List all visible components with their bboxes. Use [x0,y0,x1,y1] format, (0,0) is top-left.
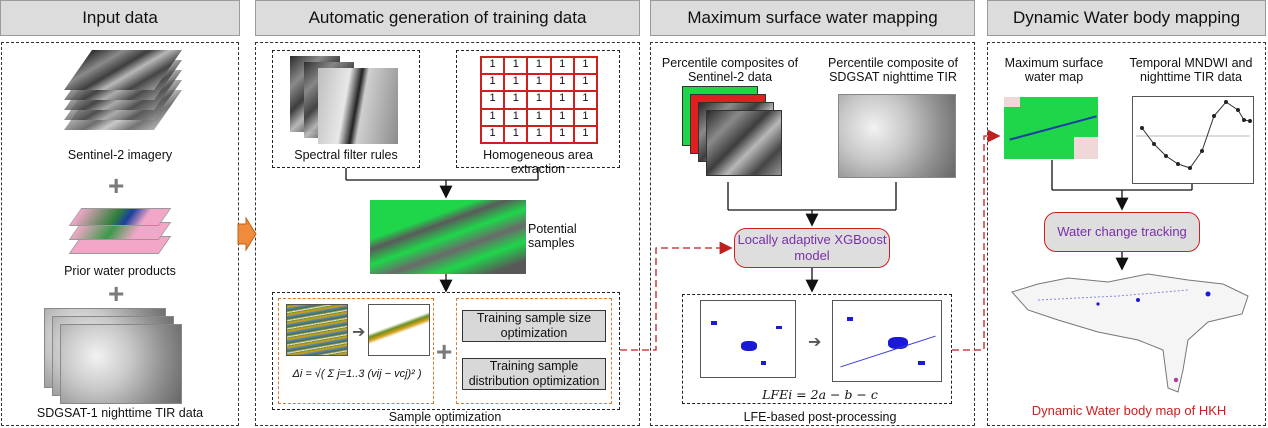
grid-cell: 1 [573,125,597,143]
sample-optimization-label: Sample optimization [388,410,502,424]
grid-cell: 1 [481,108,505,126]
header-input-data: Input data [0,0,240,36]
max-water-map-image [1004,97,1098,159]
water-change-tracking: Water change tracking [1044,212,1200,252]
hkh-outline [1011,273,1249,393]
grid-cell: 1 [527,125,551,143]
grid-cell: 1 [573,74,597,92]
grid-cell: 1 [550,91,574,109]
xgboost-model: Locally adaptive XGBoost model [734,228,890,268]
hkh-water-dot [1173,377,1179,383]
hkh-map [1011,273,1249,393]
grid-cell: 1 [527,74,551,92]
grid-cell: 1 [504,57,528,75]
homogeneous-area-box [456,50,620,168]
grid-cell: 1 [550,108,574,126]
formula-box [278,298,434,404]
grid-cell: 1 [504,91,528,109]
arrow-right-icon: ➔ [352,324,366,341]
plus-icon: + [108,278,125,309]
header-maximum-surface-water: Maximum surface water mapping [650,0,975,36]
grid-cell: 1 [550,74,574,92]
grid-cell: 1 [481,74,505,92]
grid-cell: 1 [573,91,597,109]
grid-cell: 1 [481,91,505,109]
plus-icon: + [436,336,453,367]
grid-cell: 1 [504,108,528,126]
spectral-curves-before [286,304,348,356]
header-dynamic-water-body: Dynamic Water body mapping [987,0,1266,36]
chart-points [1140,100,1252,170]
max-map-label: Maximum surface water map [1004,56,1104,85]
plus-icon: + [108,170,125,201]
arrow-right-icon: ➔ [808,334,822,351]
percentile-tir-image [838,94,956,178]
orange-arrow-icon [237,216,257,252]
potential-samples-image [370,200,526,274]
grid-cell: 1 [550,125,574,143]
sample-distribution-optimization: Training sample distribution optimizatio… [462,358,606,390]
hkh-map-title: Dynamic Water body map of HKH [1031,403,1227,418]
sentinel-label: Sentinel-2 imagery [67,148,173,162]
lfe-after-image [832,300,942,382]
hkh-water-dot [1136,298,1140,302]
grid-cell: 1 [481,57,505,75]
sdgsat-label: SDGSAT-1 nighttime TIR data [36,406,204,420]
grid-cell: 1 [573,57,597,75]
lfe-label: LFE-based post-processing [743,410,897,424]
sample-size-optimization: Training sample size optimization [462,310,606,342]
formula-delta: Δi = √( Σ j=1..3 (vij − vcj)² ) [292,368,422,380]
prior-water-label: Prior water products [64,264,176,278]
hkh-water-line [1037,289,1189,301]
potential-samples-label: Potential samples [528,222,577,251]
grid-cell: 1 [527,91,551,109]
hkh-water-dot [1096,302,1100,306]
temporal-line-chart [1132,96,1254,184]
spectral-filter-box [272,50,420,168]
grid-cell: 1 [550,57,574,75]
grid-cell: 1 [504,74,528,92]
spectral-filter-label: Spectral filter rules [294,148,398,162]
grid-cell: 1 [527,57,551,75]
chart-frame [1132,96,1254,184]
lfe-formula: LFEi = 2a − b − c [762,387,878,402]
percentile-s2-label: Percentile composites of Sentinel-2 data [661,56,799,85]
lfe-before-image [700,300,796,378]
percentile-tir-label: Percentile composite of SDGSAT nighttime… [828,56,958,85]
grid-cell: 1 [573,108,597,126]
optimization-options-box [456,298,612,404]
hkh-water-dot [1205,291,1211,297]
spectral-curves-after [368,304,430,356]
grid-cell: 1 [504,125,528,143]
temporal-label: Temporal MNDWI and nighttime TIR data [1129,56,1253,85]
header-automatic-generation: Automatic generation of training data [255,0,640,36]
grid-cell: 1 [481,125,505,143]
homogeneous-grid: 1 1 1 1 1 1 1 1 1 1 1 1 1 1 1 1 1 1 1 1 … [480,56,598,144]
grid-cell: 1 [527,108,551,126]
homogeneous-area-label: Homogeneous area extraction [483,148,593,177]
